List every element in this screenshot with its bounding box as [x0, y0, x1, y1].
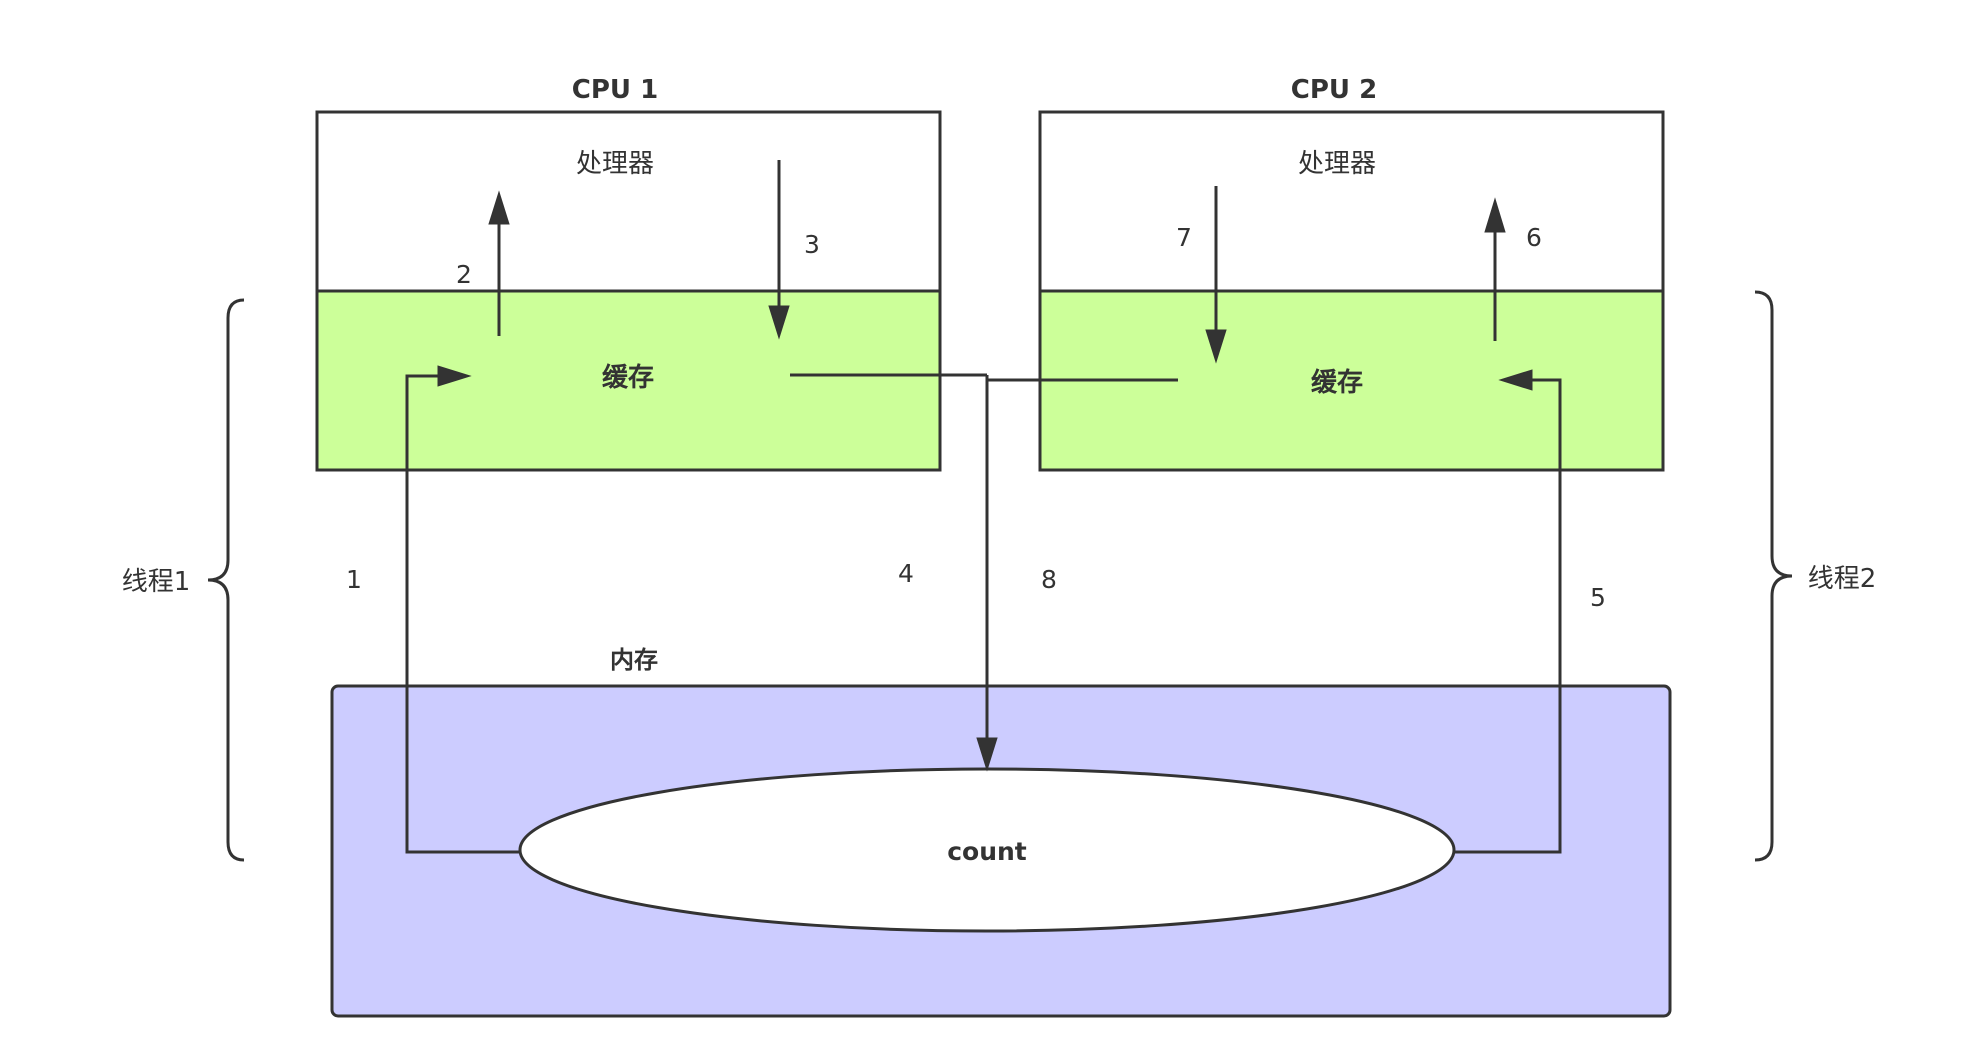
cpu1-title: CPU 1 [572, 75, 658, 105]
step4-label: 4 [898, 559, 914, 588]
step2-label: 2 [456, 260, 472, 289]
step5-arrowhead [1498, 369, 1533, 391]
step8-label: 8 [1041, 565, 1057, 594]
step7-label: 7 [1176, 223, 1192, 252]
step4-8-arrowhead [976, 737, 998, 772]
step3-label: 3 [804, 230, 820, 259]
cpu1-cache-label: 缓存 [602, 362, 654, 393]
step6-label: 6 [1526, 223, 1542, 252]
thread2-brace [1754, 290, 1793, 862]
cpu2-title: CPU 2 [1291, 75, 1377, 105]
step3-arrowhead [768, 305, 790, 340]
thread2-label: 线程2 [1808, 564, 1877, 594]
thread1-label: 线程1 [122, 567, 191, 597]
thread1-brace [207, 298, 245, 862]
memory-title: 内存 [610, 646, 658, 674]
step1-arrowhead [437, 365, 472, 387]
step1-label: 1 [346, 565, 362, 594]
cpu2-processor-box [1038, 110, 1665, 293]
step7-arrowhead [1205, 329, 1227, 364]
cpu2-cache-label: 缓存 [1311, 367, 1363, 398]
cpu2-processor-label: 处理器 [1298, 149, 1376, 179]
step5-connector [1454, 378, 1562, 854]
step1-connector [405, 374, 520, 854]
step6-arrowhead [1484, 197, 1506, 233]
cpu1-cache-box [315, 289, 942, 472]
count-variable-label: count [947, 837, 1027, 866]
step5-label: 5 [1590, 583, 1606, 612]
cpu1-processor-label: 处理器 [576, 149, 654, 179]
step2-arrowhead [488, 190, 510, 225]
cpu1-processor-box [315, 110, 942, 293]
